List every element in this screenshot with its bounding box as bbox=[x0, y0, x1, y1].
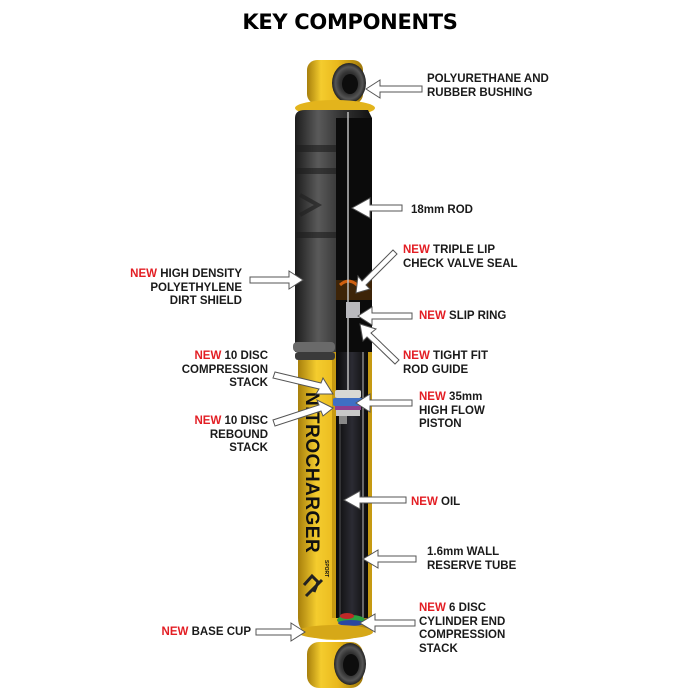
new-tag: NEW bbox=[403, 350, 430, 362]
dirt-shield bbox=[293, 110, 372, 360]
page-title: KEY COMPONENTS bbox=[242, 10, 458, 34]
label-line: ROD GUIDE bbox=[403, 363, 469, 376]
label-line: CYLINDER END bbox=[419, 615, 506, 628]
label-rod-guide: NEW TIGHT FIT ROD GUIDE bbox=[403, 350, 488, 377]
new-tag: NEW bbox=[194, 415, 222, 427]
label-line: RUBBER BUSHING bbox=[427, 86, 533, 99]
label-line: 6 DISC bbox=[449, 602, 487, 614]
label-line: STACK bbox=[419, 642, 458, 655]
label-rebound-stack: NEW 10 DISC REBOUND STACK bbox=[150, 415, 268, 456]
slip-ring-part bbox=[346, 302, 360, 318]
label-slip-ring: NEW SLIP RING bbox=[419, 310, 506, 324]
piston-assembly bbox=[333, 390, 363, 424]
label-line: 18mm ROD bbox=[411, 204, 473, 216]
new-tag: NEW bbox=[419, 602, 446, 614]
new-tag: NEW bbox=[411, 496, 438, 508]
brand-text: NITROCHARGER bbox=[301, 392, 322, 553]
top-bushing bbox=[295, 60, 375, 116]
label-line: HIGH DENSITY bbox=[160, 268, 242, 280]
label-line: PISTON bbox=[419, 418, 462, 430]
new-tag: NEW bbox=[419, 391, 446, 403]
label-line: 1.6mm WALL bbox=[427, 546, 500, 558]
label-line: CHECK VALVE SEAL bbox=[403, 257, 518, 270]
new-tag: NEW bbox=[130, 268, 157, 280]
label-dirt-shield: NEW HIGH DENSITY POLYETHYLENE DIRT SHIEL… bbox=[100, 268, 242, 309]
label-line: TRIPLE LIP bbox=[433, 244, 496, 256]
label-line: COMPRESSION bbox=[181, 363, 268, 376]
label-line: REBOUND bbox=[209, 428, 268, 441]
label-base-cup: NEW BASE CUP bbox=[120, 626, 251, 640]
label-line: COMPRESSION bbox=[419, 629, 506, 641]
new-tag: NEW bbox=[194, 350, 222, 362]
label-line: 35mm bbox=[449, 391, 483, 403]
label-line: 10 DISC bbox=[224, 350, 268, 362]
label-line: STACK bbox=[229, 442, 268, 454]
label-line: OIL bbox=[441, 496, 461, 508]
label-line: TIGHT FIT bbox=[433, 350, 488, 362]
label-check-valve-seal: NEW TRIPLE LIP CHECK VALVE SEAL bbox=[403, 244, 518, 271]
label-line: HIGH FLOW bbox=[419, 404, 485, 417]
label-line: 10 DISC bbox=[224, 415, 268, 427]
label-rod: 18mm ROD bbox=[411, 204, 473, 218]
rider-logo-icon bbox=[302, 573, 324, 598]
label-line: STACK bbox=[229, 377, 268, 389]
label-piston: NEW 35mm HIGH FLOW PISTON bbox=[419, 391, 485, 432]
label-oil: NEW OIL bbox=[411, 496, 460, 510]
new-tag: NEW bbox=[403, 244, 430, 256]
label-line: POLYETHYLENE bbox=[150, 281, 242, 294]
callout-arrows bbox=[249, 79, 423, 642]
label-line: DIRT SHIELD bbox=[169, 295, 242, 307]
brand-subtext: SPORT bbox=[323, 560, 329, 577]
base-cup-part bbox=[297, 613, 373, 639]
label-line: POLYURETHANE AND bbox=[427, 73, 549, 85]
label-reserve-tube: 1.6mm WALL RESERVE TUBE bbox=[427, 546, 516, 573]
new-tag: NEW bbox=[419, 310, 446, 322]
label-compression-stack: NEW 10 DISC COMPRESSION STACK bbox=[150, 350, 268, 391]
label-line: BASE CUP bbox=[191, 626, 251, 638]
label-bushing: POLYURETHANE AND RUBBER BUSHING bbox=[427, 73, 549, 100]
bottom-bushing bbox=[307, 642, 366, 688]
new-tag: NEW bbox=[161, 626, 189, 638]
label-line: RESERVE TUBE bbox=[427, 559, 517, 572]
label-line: SLIP RING bbox=[449, 310, 507, 322]
label-cylinder-end-stack: NEW 6 DISC CYLINDER END COMPRESSION STAC… bbox=[419, 602, 505, 656]
